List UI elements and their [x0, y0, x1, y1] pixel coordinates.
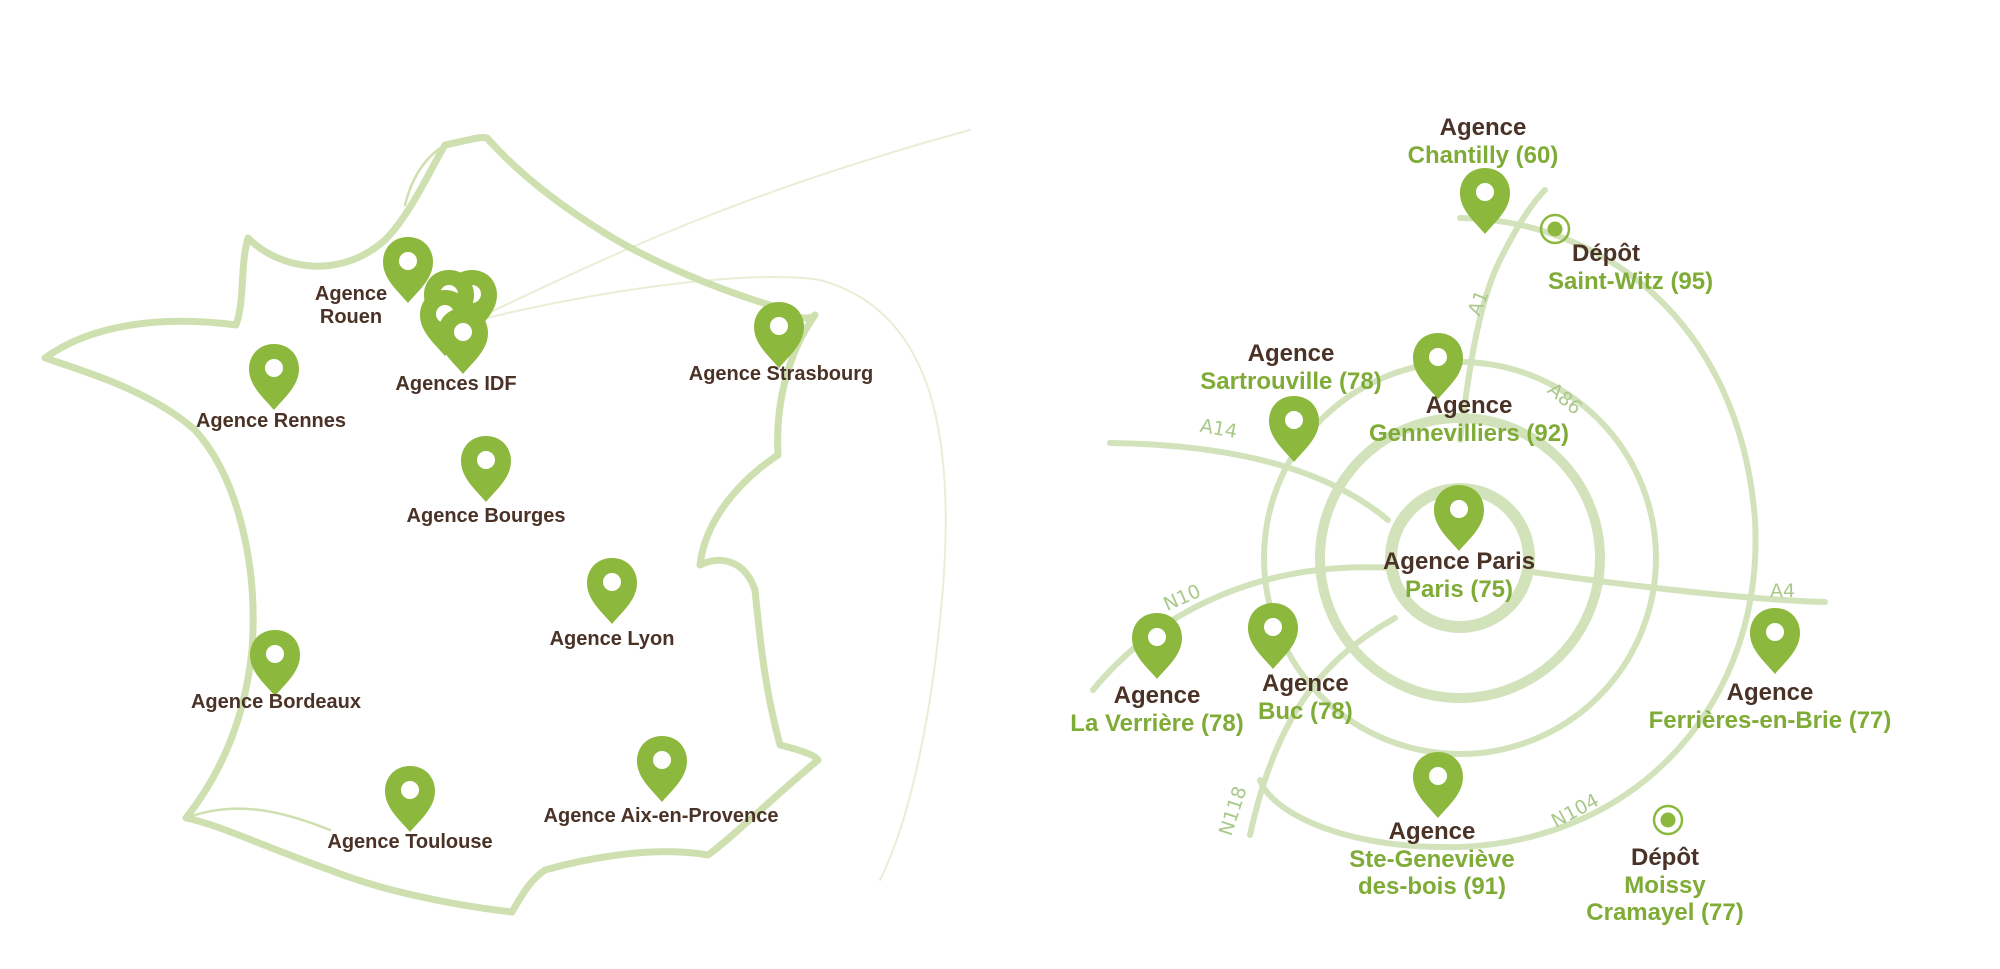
pin-paris[interactable]	[1434, 485, 1484, 551]
road-n10	[1090, 564, 1395, 693]
label-toulouse: Agence Toulouse	[327, 831, 493, 853]
label-rouen: Agence Rouen	[314, 283, 388, 328]
pin-toulouse[interactable]	[385, 766, 435, 832]
france-outline	[41, 129, 971, 916]
idf-roads	[1090, 187, 1828, 851]
label-rennes: Agence Rennes	[195, 410, 347, 432]
pin-gennevilliers[interactable]	[1413, 333, 1463, 399]
road-n118	[1247, 615, 1398, 838]
pin-bordeaux[interactable]	[250, 630, 300, 696]
label-idf: Agences IDF	[395, 373, 517, 395]
label-bourges: Agence Bourges	[406, 505, 566, 527]
pin-rennes[interactable]	[249, 344, 299, 410]
label-moissy: Dépôt Moissy Cramayel (77)	[1586, 844, 1744, 927]
label-paris: Agence Paris Paris (75)	[1382, 548, 1536, 603]
label-chantilly: Agence Chantilly (60)	[1407, 114, 1559, 169]
pin-la-verriere[interactable]	[1132, 613, 1182, 679]
label-buc: Agence Buc (78)	[1258, 670, 1353, 725]
outer-ring-road	[1257, 215, 1759, 851]
road-a4	[1529, 569, 1828, 605]
label-gennevilliers: Agence Gennevilliers (92)	[1368, 392, 1570, 447]
pin-strasbourg[interactable]	[754, 302, 804, 368]
pin-aix[interactable]	[637, 736, 687, 802]
pin-sartrouville[interactable]	[1269, 396, 1319, 462]
road-label-a4: A4	[1770, 580, 1796, 602]
pin-idf-1[interactable]	[438, 308, 488, 374]
road-a1	[1457, 187, 1548, 443]
label-saint-witz: Dépôt Saint-Witz (95)	[1548, 240, 1714, 295]
pin-lyon[interactable]	[587, 558, 637, 624]
depot-moissy[interactable]	[1652, 804, 1684, 836]
road-a14	[1107, 440, 1391, 523]
pin-bourges[interactable]	[461, 436, 511, 502]
label-ste-genevieve: Agence Ste-Geneviève des-bois (91)	[1349, 818, 1515, 901]
label-la-verriere: Agence La Verrière (78)	[1070, 682, 1244, 737]
label-aix: Agence Aix-en-Provence	[543, 805, 779, 827]
pin-ferrieres[interactable]	[1750, 608, 1800, 674]
label-lyon: Agence Lyon	[549, 628, 675, 650]
pin-ste-genevieve[interactable]	[1413, 752, 1463, 818]
label-sartrouville: Agence Sartrouville (78)	[1200, 340, 1382, 395]
label-bordeaux: Agence Bordeaux	[190, 691, 362, 713]
label-strasbourg: Agence Strasbourg	[688, 363, 874, 385]
label-ferrieres: Agence Ferrières-en-Brie (77)	[1648, 679, 1892, 734]
